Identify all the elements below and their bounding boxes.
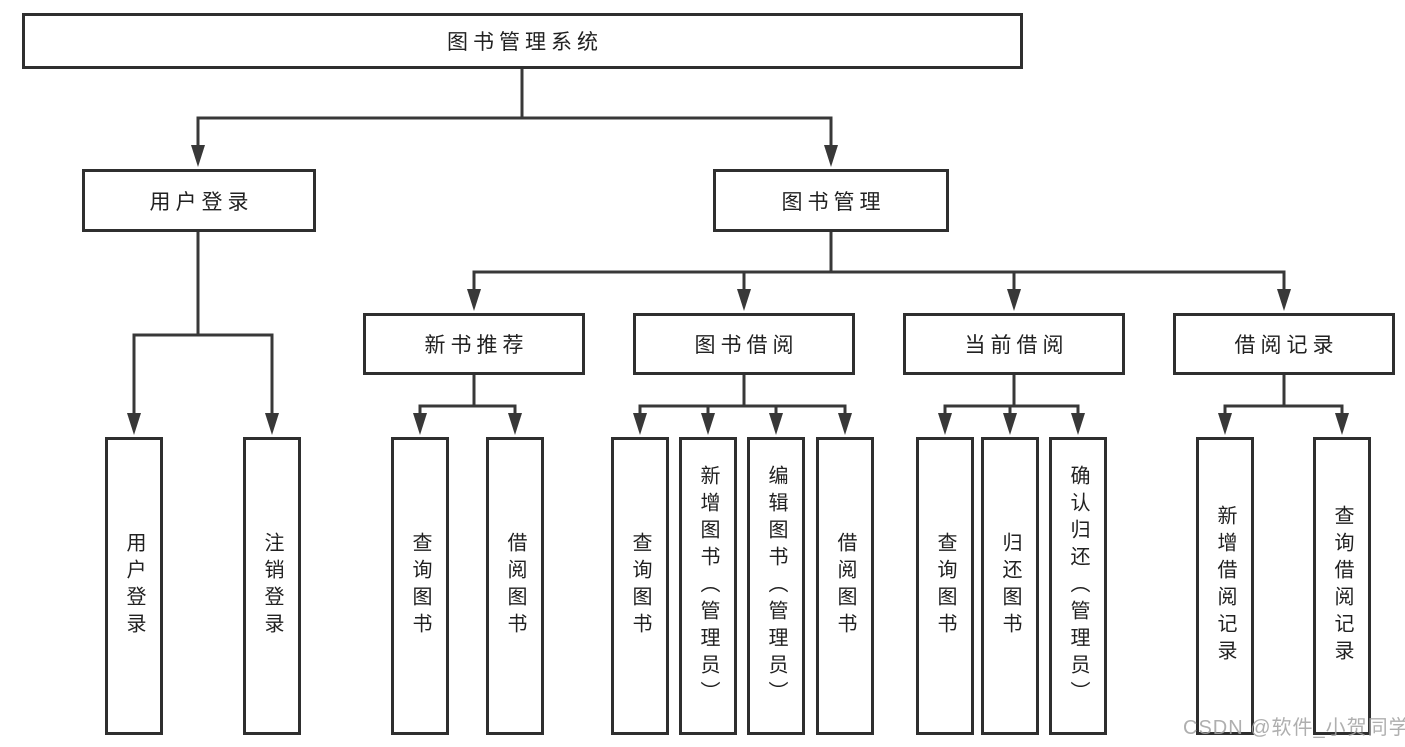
node-label: 编辑图书（管理员） bbox=[765, 464, 787, 708]
node-book-management: 图书管理 bbox=[713, 169, 949, 232]
node-label: 查询图书 bbox=[629, 532, 651, 640]
leaf-records-add-borrow-record: 新增借阅记录 bbox=[1196, 437, 1254, 735]
leaf-current-query-books: 查询图书 bbox=[916, 437, 974, 735]
watermark: CSDN @软件_小贺同学 bbox=[1183, 717, 1405, 739]
node-label: 借阅图书 bbox=[504, 532, 526, 640]
node-label: 用户登录 bbox=[123, 532, 145, 640]
leaf-records-query-borrow-record: 查询借阅记录 bbox=[1313, 437, 1371, 735]
leaf-borrowing-borrow-books: 借阅图书 bbox=[816, 437, 874, 735]
leaf-current-return-books: 归还图书 bbox=[981, 437, 1039, 735]
node-current-borrowing: 当前借阅 bbox=[903, 313, 1125, 375]
node-book-borrowing: 图书借阅 bbox=[633, 313, 855, 375]
node-user-login: 用户登录 bbox=[82, 169, 316, 232]
leaf-recommend-query-books: 查询图书 bbox=[391, 437, 449, 735]
node-new-book-recommendation: 新书推荐 bbox=[363, 313, 585, 375]
node-label: 查询图书 bbox=[409, 532, 431, 640]
leaf-borrowing-query-books: 查询图书 bbox=[611, 437, 669, 735]
node-borrowing-records: 借阅记录 bbox=[1173, 313, 1395, 375]
node-library-management-system: 图书管理系统 bbox=[22, 13, 1023, 69]
leaf-current-confirm-return-admin: 确认归还（管理员） bbox=[1049, 437, 1107, 735]
node-label: 新增图书（管理员） bbox=[697, 464, 719, 708]
leaf-logout-login: 注销登录 bbox=[243, 437, 301, 735]
node-label: 注销登录 bbox=[261, 532, 283, 640]
node-label: 查询借阅记录 bbox=[1331, 505, 1353, 667]
leaf-borrowing-add-books-admin: 新增图书（管理员） bbox=[679, 437, 737, 735]
leaf-recommend-borrow-books: 借阅图书 bbox=[486, 437, 544, 735]
node-label: 归还图书 bbox=[999, 532, 1021, 640]
node-label: 查询图书 bbox=[934, 532, 956, 640]
leaf-user-login: 用户登录 bbox=[105, 437, 163, 735]
node-label: 新增借阅记录 bbox=[1214, 505, 1236, 667]
node-label: 借阅图书 bbox=[834, 532, 856, 640]
node-label: 确认归还（管理员） bbox=[1067, 464, 1089, 708]
leaf-borrowing-edit-books-admin: 编辑图书（管理员） bbox=[747, 437, 805, 735]
